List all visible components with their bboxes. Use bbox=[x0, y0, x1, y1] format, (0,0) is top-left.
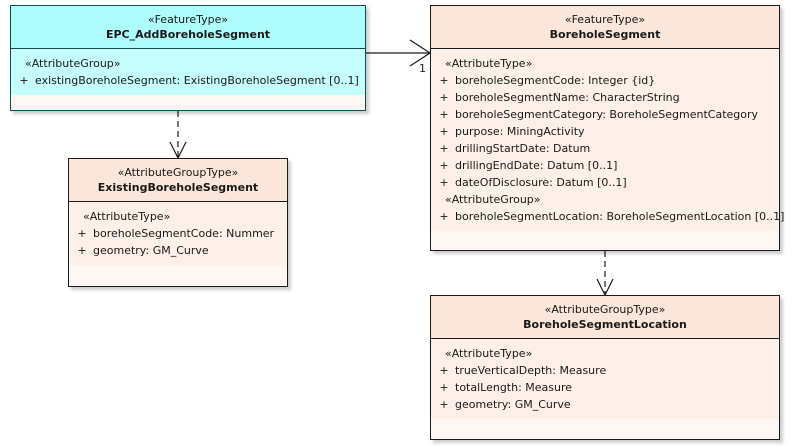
attribute-row: + boreholeSegmentName: CharacterString bbox=[433, 89, 777, 106]
class-name: ExistingBoreholeSegment bbox=[97, 181, 259, 194]
attribute-signature: boreholeSegmentCode: Nummer bbox=[93, 227, 275, 240]
attribute-signature: boreholeSegmentCode: Integer {id} bbox=[455, 74, 656, 87]
attribute-signature: drillingStartDate: Datum bbox=[455, 142, 591, 155]
class-name: EPC_AddBoreholeSegment bbox=[105, 28, 271, 41]
attribute-signature: dateOfDisclosure: Datum [0..1] bbox=[455, 176, 627, 189]
attribute-signature: trueVerticalDepth: Measure bbox=[455, 364, 607, 377]
attribute-type-stereotype: «AttributeType» bbox=[445, 347, 533, 360]
class-stereotype: «AttributeGroupType» bbox=[544, 303, 666, 316]
attribute-row: + existingBoreholeSegment: ExistingBoreho… bbox=[13, 72, 363, 89]
connector-dependency-segment-to-location[interactable] bbox=[596, 251, 614, 297]
attribute-type-stereotype: «AttributeType» bbox=[83, 210, 171, 223]
attribute-visibility: + bbox=[439, 210, 449, 223]
attribute-visibility: + bbox=[19, 74, 29, 87]
attribute-visibility: + bbox=[439, 159, 449, 172]
attribute-signature: boreholeSegmentLocation: BoreholeSegment… bbox=[455, 210, 785, 223]
attribute-signature: boreholeSegmentName: CharacterString bbox=[455, 91, 680, 104]
attribute-visibility: + bbox=[439, 398, 449, 411]
class-existing-borehole-segment[interactable]: «AttributeGroupType» ExistingBoreholeSeg… bbox=[68, 158, 288, 287]
attribute-signature: totalLength: Measure bbox=[455, 381, 573, 394]
attribute-row: + drillingEndDate: Datum [0..1] bbox=[433, 157, 777, 174]
attribute-signature: existingBoreholeSegment: ExistingBorehol… bbox=[35, 74, 359, 87]
attribute-signature: boreholeSegmentCategory: BoreholeSegment… bbox=[455, 108, 759, 121]
attribute-signature: purpose: MiningActivity bbox=[455, 125, 585, 138]
attribute-group-stereotype: «AttributeGroup» bbox=[445, 193, 541, 206]
connector-dependency-epc-to-existing[interactable] bbox=[169, 111, 187, 160]
attribute-visibility: + bbox=[439, 176, 449, 189]
class-attributes-compartment: «AttributeGroup» + existingBoreholeSegmen… bbox=[11, 49, 365, 95]
attribute-group-stereotype: «AttributeGroup» bbox=[25, 57, 121, 70]
class-stereotype: «AttributeGroupType» bbox=[117, 166, 239, 179]
attribute-row: + boreholeSegmentCategory: BoreholeSegmen… bbox=[433, 106, 777, 123]
class-attributes-compartment: «AttributeType» + boreholeSegmentCode: Nu… bbox=[69, 202, 287, 265]
attribute-signature: drillingEndDate: Datum [0..1] bbox=[455, 159, 618, 172]
attribute-row: + totalLength: Measure bbox=[433, 379, 777, 396]
attribute-type-stereotype: «AttributeType» bbox=[445, 57, 533, 70]
class-header: «AttributeGroupType» BoreholeSegmentLoca… bbox=[431, 296, 779, 339]
attribute-visibility: + bbox=[439, 364, 449, 377]
class-borehole-segment-location[interactable]: «AttributeGroupType» BoreholeSegmentLoca… bbox=[430, 295, 780, 440]
class-epc-add-borehole-segment[interactable]: «FeatureType» EPC_AddBoreholeSegment «At… bbox=[10, 5, 366, 111]
attribute-row: + trueVerticalDepth: Measure bbox=[433, 362, 777, 379]
dependency-open-arrowhead bbox=[169, 141, 187, 160]
class-borehole-segment[interactable]: «FeatureType» BoreholeSegment «Attribute… bbox=[430, 5, 784, 251]
attribute-row: + purpose: MiningActivity bbox=[433, 123, 777, 140]
class-name: BoreholeSegment bbox=[549, 28, 661, 41]
attribute-visibility: + bbox=[77, 227, 87, 240]
attribute-row: + drillingStartDate: Datum bbox=[433, 140, 777, 157]
attribute-visibility: + bbox=[439, 381, 449, 394]
class-stereotype: «FeatureType» bbox=[147, 13, 229, 26]
attribute-visibility: + bbox=[439, 91, 449, 104]
dependency-open-arrowhead bbox=[596, 278, 614, 297]
class-attributes-compartment: «AttributeType» + trueVerticalDepth: Meas… bbox=[431, 339, 779, 419]
attribute-signature: geometry: GM_Curve bbox=[93, 244, 209, 257]
attribute-row: + geometry: GM_Curve bbox=[71, 242, 285, 259]
attribute-visibility: + bbox=[439, 108, 449, 121]
attribute-signature: geometry: GM_Curve bbox=[455, 398, 571, 411]
class-name: BoreholeSegmentLocation bbox=[523, 318, 687, 331]
class-header: «AttributeGroupType» ExistingBoreholeSeg… bbox=[69, 159, 287, 202]
class-header: «FeatureType» BoreholeSegment bbox=[431, 6, 779, 49]
class-stereotype: «FeatureType» bbox=[564, 13, 646, 26]
attribute-row: + boreholeSegmentCode: Integer {id} bbox=[433, 72, 777, 89]
class-header: «FeatureType» EPC_AddBoreholeSegment bbox=[11, 6, 365, 49]
attribute-visibility: + bbox=[439, 74, 449, 87]
class-attributes-compartment: «AttributeType» + boreholeSegmentCode: In… bbox=[431, 49, 784, 231]
attribute-visibility: + bbox=[77, 244, 87, 257]
attribute-visibility: + bbox=[439, 142, 449, 155]
attribute-row: + geometry: GM_Curve bbox=[433, 396, 777, 413]
association-target-multiplicity: 1 bbox=[419, 62, 426, 75]
attribute-row: + boreholeSegmentLocation: BoreholeSegmen… bbox=[433, 208, 784, 225]
attribute-row: + dateOfDisclosure: Datum [0..1] bbox=[433, 174, 777, 191]
attribute-row: + boreholeSegmentCode: Nummer bbox=[71, 225, 285, 242]
attribute-visibility: + bbox=[439, 125, 449, 138]
